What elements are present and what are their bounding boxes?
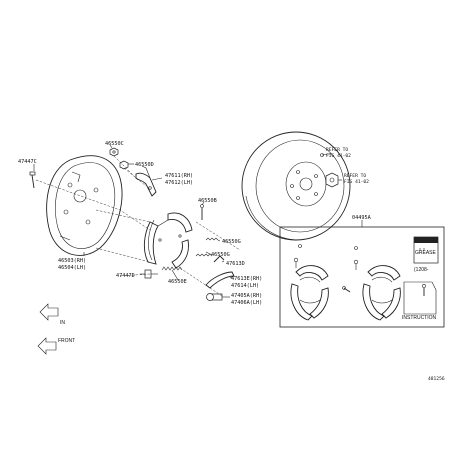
pin-46550b xyxy=(200,204,204,220)
assembly-guides xyxy=(35,155,241,297)
front-label: FRONT xyxy=(58,338,75,344)
adjuster-47405a xyxy=(206,293,228,301)
holder-47447d xyxy=(144,269,158,279)
spring-46550e xyxy=(161,266,183,271)
figure-id: 481256 xyxy=(428,376,445,382)
callout-46504: 46504(LH) xyxy=(58,265,86,271)
leader-lines xyxy=(33,144,342,298)
parking-lever xyxy=(135,165,157,197)
instruction-label: INSTRUCTION xyxy=(402,315,437,321)
callout-04495a: 04495A xyxy=(352,215,372,221)
callout-46550d: 46550D xyxy=(135,162,154,168)
shoe-kit-box xyxy=(279,220,445,328)
in-label: IN xyxy=(60,320,65,326)
callout-46550g-upper: 46550G xyxy=(222,239,241,245)
callout-47447c: 47447C xyxy=(18,159,37,165)
refer-note-2-line1: REFER TO xyxy=(344,173,366,179)
callout-47612: 47612(LH) xyxy=(165,180,193,186)
callout-47614: 47614(LH) xyxy=(231,283,259,289)
disc-screw xyxy=(320,153,329,157)
grease-label: GREASE xyxy=(415,250,437,256)
bolt-47447c xyxy=(29,171,36,189)
callout-46550g-lower: 46550G xyxy=(211,252,230,258)
date-label: (1208- xyxy=(414,267,429,273)
callout-47613d: 47613D xyxy=(226,261,245,267)
callout-47611: 47611(RH) xyxy=(165,173,193,179)
front-arrow-icon xyxy=(37,337,57,355)
in-arrow-icon xyxy=(39,303,59,321)
refer-note-1-line2: FIG 41-02 xyxy=(326,153,351,159)
callout-47447d: 47447D xyxy=(116,273,135,279)
callout-46550b: 46550B xyxy=(198,198,217,204)
spring-46550g-lower xyxy=(195,253,213,257)
callout-46550c: 46550C xyxy=(105,141,124,147)
clip-46550d xyxy=(119,160,129,170)
callout-47613e: 47613E(RH) xyxy=(231,276,262,282)
spring-46550g-upper xyxy=(205,237,219,241)
instruction-sheet xyxy=(403,281,437,315)
clip-47613d xyxy=(213,255,225,263)
callout-46550e: 46550E xyxy=(168,279,187,285)
refer-note-2-line2: FIG 41-02 xyxy=(344,179,369,185)
strut-47613e xyxy=(205,271,235,289)
callout-47406a: 47406A(LH) xyxy=(231,300,262,306)
nut-46550c xyxy=(109,147,119,157)
refer-note-1-line1: REFER TO xyxy=(326,147,348,153)
callout-46503: 46503(RH) xyxy=(58,258,86,264)
callout-47405a: 47405A(RH) xyxy=(231,293,262,299)
brake-shoe-assembly xyxy=(143,212,193,269)
hub-nut xyxy=(325,172,339,188)
backing-plate xyxy=(46,155,123,256)
